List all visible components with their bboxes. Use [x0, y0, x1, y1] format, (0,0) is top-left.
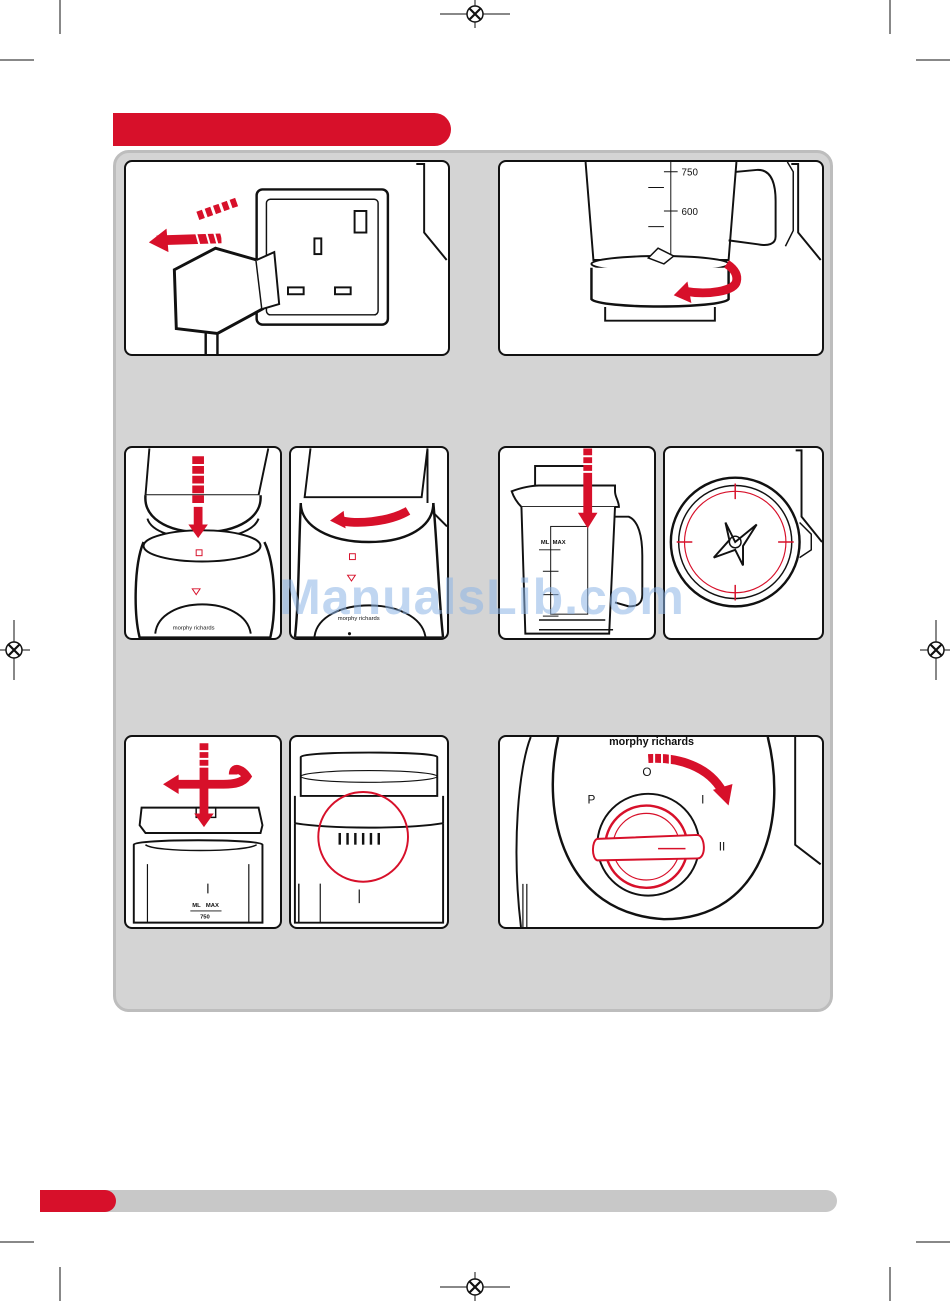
figure-lock-jar: morphy richards: [289, 446, 449, 640]
lid-ml-label: ML: [192, 903, 201, 909]
jar-mark-600: 600: [682, 207, 699, 218]
figure-add-ingredients: ML MAX: [498, 446, 656, 640]
registration-mark-right: [920, 620, 950, 680]
blade-unit-illustration: [665, 448, 822, 638]
small-jar-ml: ML: [541, 540, 550, 546]
figure-lid-latch: [289, 735, 449, 929]
jar-mark-750: 750: [682, 168, 699, 179]
place-jar-illustration: morphy richards: [126, 448, 280, 638]
registration-mark-top: [440, 0, 510, 28]
brand-logo: morphy richards: [609, 737, 694, 748]
lock-jar-illustration: morphy richards: [291, 448, 447, 638]
figure-blade-unit: [663, 446, 824, 640]
footer-page-tab: [40, 1190, 116, 1212]
brand-logo-small: morphy richards: [173, 626, 215, 632]
speed-dial-illustration: morphy richards O P I II: [500, 737, 822, 927]
unplug-illustration: [126, 162, 448, 354]
brand-logo-small-2: morphy richards: [338, 616, 380, 622]
figure-speed-dial: morphy richards O P I II: [498, 735, 824, 929]
footer-bar: [40, 1190, 837, 1212]
jar-base-illustration: 750 600: [500, 162, 822, 354]
dial-label-off: O: [642, 766, 651, 779]
dial-label-speed-2: II: [719, 841, 726, 854]
registration-mark-bottom: [440, 1272, 510, 1301]
dial-label-speed-1: I: [701, 794, 704, 807]
lid-max-label: MAX: [206, 903, 219, 909]
figure-unplug: [124, 160, 450, 356]
small-jar-max: MAX: [553, 540, 566, 546]
dial-label-pulse: P: [588, 794, 596, 807]
figure-place-jar: morphy richards: [124, 446, 282, 640]
registration-mark-left: [0, 620, 30, 680]
lid-max-value: 750: [200, 915, 210, 921]
figure-fit-lid: ML MAX 750: [124, 735, 282, 929]
fit-lid-illustration: ML MAX 750: [126, 737, 280, 927]
add-ingredients-illustration: ML MAX: [500, 448, 654, 638]
section-header-bar: [113, 113, 451, 146]
figure-jar-base: 750 600: [498, 160, 824, 356]
lid-latch-illustration: [291, 737, 447, 927]
